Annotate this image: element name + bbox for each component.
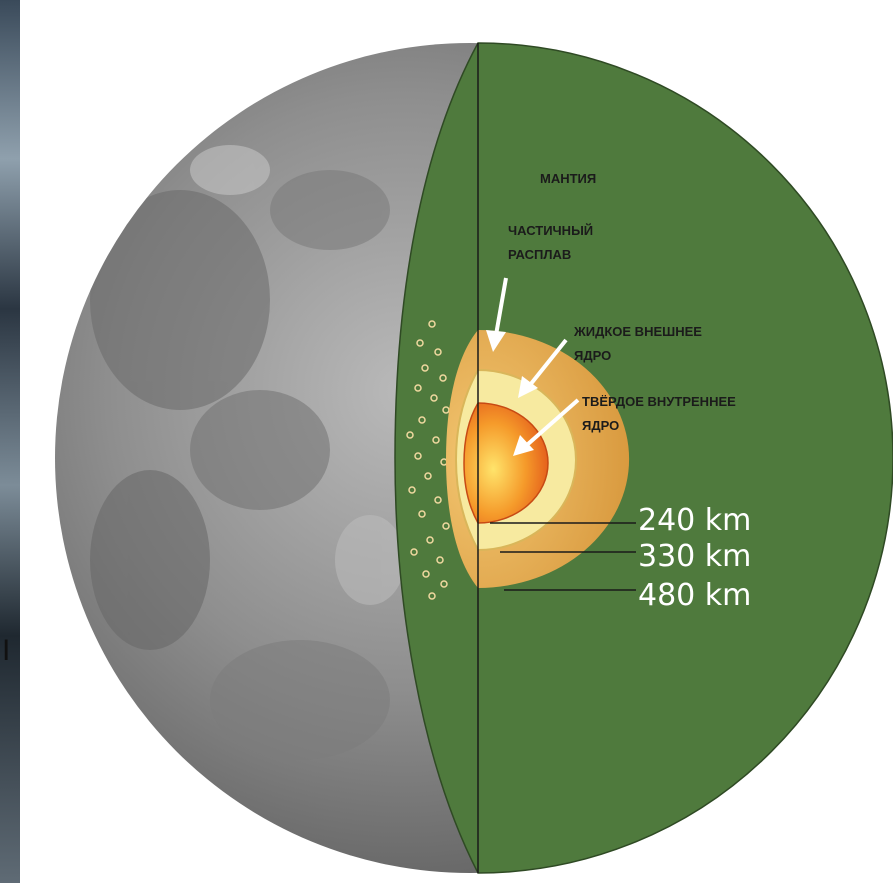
radius-lines — [490, 522, 636, 591]
label-mantle: МАНТИЯ — [540, 171, 596, 186]
melt-bubbles — [406, 320, 450, 600]
radius-330: 330 km — [638, 539, 751, 574]
label-partial-melt-line2: РАСПЛАВ — [508, 247, 571, 262]
label-partial-melt-line1: ЧАСТИЧНЫЙ — [508, 223, 593, 238]
label-inner-core-line2: ЯДРО — [582, 418, 619, 433]
label-inner-core-line1: ТВЁРДОЕ ВНУТРЕННЕЕ — [582, 394, 736, 409]
arrow-inner-core — [513, 398, 580, 456]
arrows — [486, 277, 580, 456]
radius-480: 480 km — [638, 578, 751, 613]
label-inner-core: ТВЁРДОЕ ВНУТРЕННЕЕ ЯДРО — [582, 394, 739, 433]
inner-core-layer — [463, 402, 549, 524]
background-strip — [0, 0, 20, 883]
label-outer-core-line2: ЯДРО — [574, 348, 611, 363]
arrow-outer-core — [518, 338, 568, 398]
moon-maria — [90, 145, 405, 760]
label-partial-melt: ЧАСТИЧНЫЙ РАСПЛАВ — [508, 223, 597, 262]
label-outer-core-line1: ЖИДКОЕ ВНЕШНЕЕ — [573, 324, 702, 339]
arrow-partial-melt — [486, 277, 508, 352]
label-outer-core: ЖИДКОЕ ВНЕШНЕЕ ЯДРО — [573, 324, 706, 363]
radius-240: 240 km — [638, 503, 751, 538]
mantle-section — [394, 42, 893, 874]
left-edge-glyph: I — [2, 634, 10, 667]
